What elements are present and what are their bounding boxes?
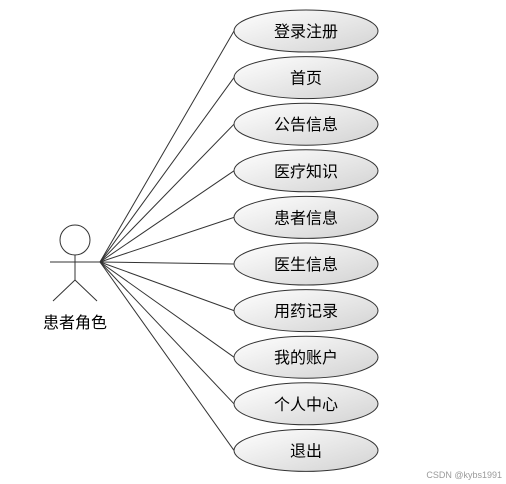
use-case-ellipse [233, 242, 379, 286]
association-line-doctor-info [99, 261, 235, 265]
use-case-label: 患者信息 [274, 208, 338, 227]
use-case-label: 公告信息 [274, 115, 338, 134]
actor-label: 患者角色 [43, 313, 107, 332]
association-line-patient-info [99, 216, 235, 263]
association-line-my-account [99, 261, 235, 358]
association-line-medication-record [99, 261, 235, 312]
use-case-ellipse [233, 428, 379, 472]
use-case-label: 退出 [290, 441, 322, 460]
use-case-ellipse [233, 56, 379, 100]
use-case-ellipse [233, 102, 379, 146]
actor-right-leg [74, 279, 98, 302]
association-line-medical-knowledge [99, 170, 235, 263]
use-case-label: 医疗知识 [274, 162, 338, 181]
use-case-label: 首页 [290, 69, 322, 88]
use-case-ellipse [233, 149, 379, 193]
association-line-logout [99, 261, 235, 451]
association-line-personal-center [99, 261, 235, 405]
use-case-patient-info: 患者信息 [233, 195, 379, 239]
actor-head [59, 224, 91, 256]
use-case-ellipse [233, 382, 379, 426]
association-line-home [99, 77, 235, 263]
actor-left-leg [52, 279, 76, 302]
association-line-login-register [99, 30, 235, 263]
actor-patient-role: 患者角色 [43, 224, 107, 332]
use-case-label: 医生信息 [274, 255, 338, 274]
use-case-login-register: 登录注册 [233, 9, 379, 53]
use-case-medication-record: 用药记录 [233, 289, 379, 333]
use-case-label: 用药记录 [274, 302, 338, 321]
use-case-home: 首页 [233, 56, 379, 100]
use-case-ellipse [233, 289, 379, 333]
use-case-label: 登录注册 [274, 22, 338, 41]
watermark: CSDN @kybs1991 [426, 470, 502, 480]
use-case-my-account: 我的账户 [233, 335, 379, 379]
association-line-announcement-info [99, 123, 235, 263]
use-case-doctor-info: 医生信息 [233, 242, 379, 286]
use-case-logout: 退出 [233, 428, 379, 472]
association-lines [99, 30, 235, 451]
use-case-announcement-info: 公告信息 [233, 102, 379, 146]
use-case-label: 我的账户 [274, 348, 338, 367]
use-case-medical-knowledge: 医疗知识 [233, 149, 379, 193]
use-case-personal-center: 个人中心 [233, 382, 379, 426]
use-case-ellipse [233, 9, 379, 53]
use-case-label: 个人中心 [274, 395, 338, 414]
use-case-ellipse [233, 335, 379, 379]
use-case-ellipse [233, 195, 379, 239]
